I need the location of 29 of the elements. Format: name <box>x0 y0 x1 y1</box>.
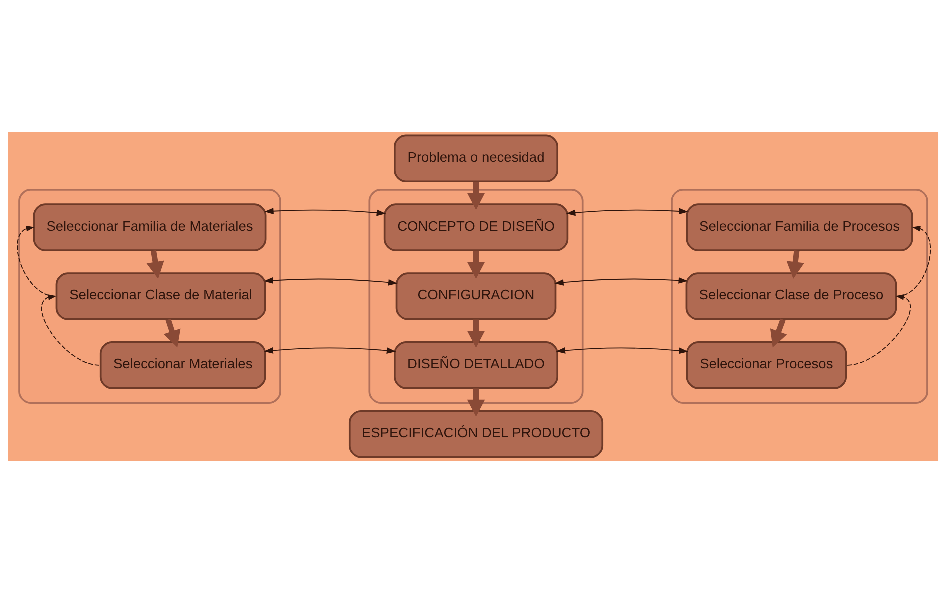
node-box: ESPECIFICACIÓN DEL PRODUCTO <box>348 410 604 458</box>
arrow <box>467 250 486 279</box>
node-box: CONFIGURACION <box>396 272 557 320</box>
node-box: Seleccionar Familia de Materiales <box>33 203 267 251</box>
arrow <box>42 294 100 366</box>
arrow <box>847 294 911 366</box>
arrow <box>164 318 181 348</box>
node-box: Seleccionar Familia de Procesos <box>686 203 914 251</box>
arrow <box>264 276 398 286</box>
arrow <box>467 181 486 210</box>
arrow <box>264 347 396 354</box>
arrow <box>467 319 486 348</box>
arrow <box>566 208 688 216</box>
node-box: Seleccionar Clase de Material <box>56 272 266 320</box>
node-box: Problema o necesidad <box>394 134 558 182</box>
node-box: CONCEPTO DE DISEÑO <box>384 203 569 251</box>
arrow <box>146 250 164 278</box>
node-box: DISEÑO DETALLADO <box>394 341 558 389</box>
arrow <box>786 250 804 278</box>
arrow <box>467 388 486 416</box>
node-box: Seleccionar Materiales <box>100 341 266 389</box>
arrow <box>554 276 688 286</box>
node-box: Seleccionar Clase de Proceso <box>686 272 898 320</box>
cluster <box>671 188 928 404</box>
arrow <box>264 208 386 216</box>
node-box: Seleccionar Procesos <box>686 341 848 389</box>
arrow <box>556 347 688 354</box>
cluster <box>18 188 282 404</box>
arrow <box>770 318 788 348</box>
